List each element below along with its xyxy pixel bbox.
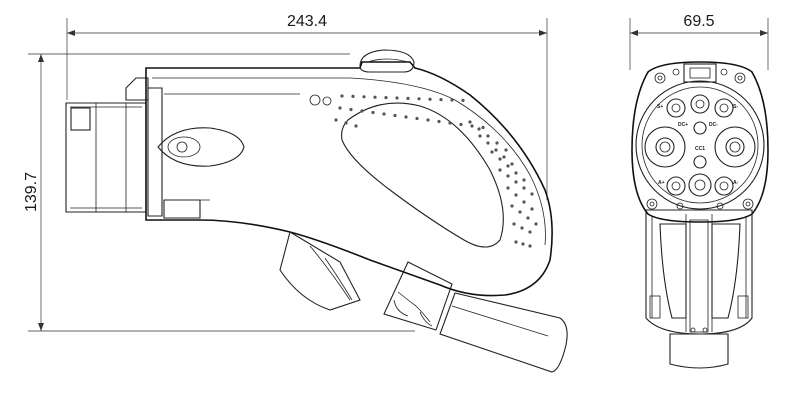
grip-dot [506,186,510,190]
grip-dot [534,222,538,226]
grip-dot [518,210,522,214]
dc-minus-pin [714,126,756,168]
pin-label-a-plus: A+ [658,180,665,186]
grip-dot [522,186,526,190]
lock-indicator-icon [309,94,321,106]
grip-dot [351,94,355,98]
grip-dot [349,107,353,112]
pin-label-dc-minus: DC- [709,122,718,128]
grip-dot [504,148,508,152]
grip-dot [481,125,485,130]
grip-dot [526,216,530,220]
grip-dot [468,120,472,124]
grip-dot [506,164,510,168]
grip-dot [522,178,526,182]
grip-dot [528,244,532,248]
grip-dot-texture [334,94,538,248]
grip-recess [341,102,504,248]
grip-dot [510,162,514,166]
height-dimension-label: 139.7 [23,172,40,212]
grip-dot [514,193,518,197]
grip-dot [514,171,518,175]
grip-dot [522,200,526,204]
grip-dot [502,155,506,159]
grip-dot [384,96,388,100]
height-dimension: 139.7 [23,53,415,332]
grip-dot [426,118,430,122]
grip-dot [486,134,490,138]
grip-dot [490,150,494,154]
pin-label-s-plus: S+ [657,104,663,110]
grip-dot [506,174,510,178]
grip-dot [498,168,502,172]
grip-dot [344,121,348,125]
grip-dot [494,148,498,152]
width-dimension-label: 69.5 [683,13,714,30]
signal-pins [666,94,734,197]
cable-end [669,333,729,369]
grip-dot [514,240,518,244]
latch-hook [683,63,717,83]
grip-dot [470,124,474,128]
grip-dot [512,222,516,226]
grip-dot [498,157,502,161]
grip-dot [415,116,419,121]
grip-dot [461,98,465,102]
grip-dot [428,97,432,101]
connector-front-view: S+ S- DC+ DC- CC1 A+ A- [631,61,769,369]
connector-side-view [65,49,568,373]
grip-dot [382,112,386,116]
grip-dot [354,124,358,128]
length-dimension-label: 243.4 [287,13,327,30]
grip-dot [406,96,410,100]
connector-face [631,61,769,223]
grip-dot [360,109,364,113]
grip-dot [477,127,481,131]
mounting-screws [646,68,754,210]
logo-badge [157,127,245,167]
pin-label-dc-plus: DC+ [678,122,688,128]
grip-dot [393,113,397,118]
grip-dot [404,115,408,119]
grip-dot [478,134,482,138]
grip-dot [362,95,366,99]
pin-label-cc1: CC1 [695,146,705,152]
grip-dot [395,96,399,100]
grip-dot [371,110,375,115]
grip-dot [340,94,344,98]
grip-dot [520,226,524,230]
grip-dot [448,121,452,125]
cable [439,292,568,373]
dc-plus-pin [644,126,686,168]
grip-dot [450,98,454,102]
grip-dot [495,141,499,145]
length-dimension: 243.4 [66,13,548,200]
grip-dot [514,180,518,184]
grip-dot [459,122,463,127]
grip-dot [528,230,532,234]
pin-label-a-minus: A- [733,180,739,186]
grip-dot [530,207,534,211]
grip-dot [373,95,377,99]
pin-label-s-minus: S- [733,104,738,110]
grip-dot [521,242,525,246]
grip-dot [334,118,338,122]
width-dimension: 69.5 [629,13,769,70]
grip-dot [530,192,534,196]
grip-dot [439,98,443,102]
grip-dot [510,204,514,208]
grip-dot [437,119,441,124]
grip-dot [417,97,421,101]
grip-dot [486,141,490,145]
grip-dot [338,106,342,110]
